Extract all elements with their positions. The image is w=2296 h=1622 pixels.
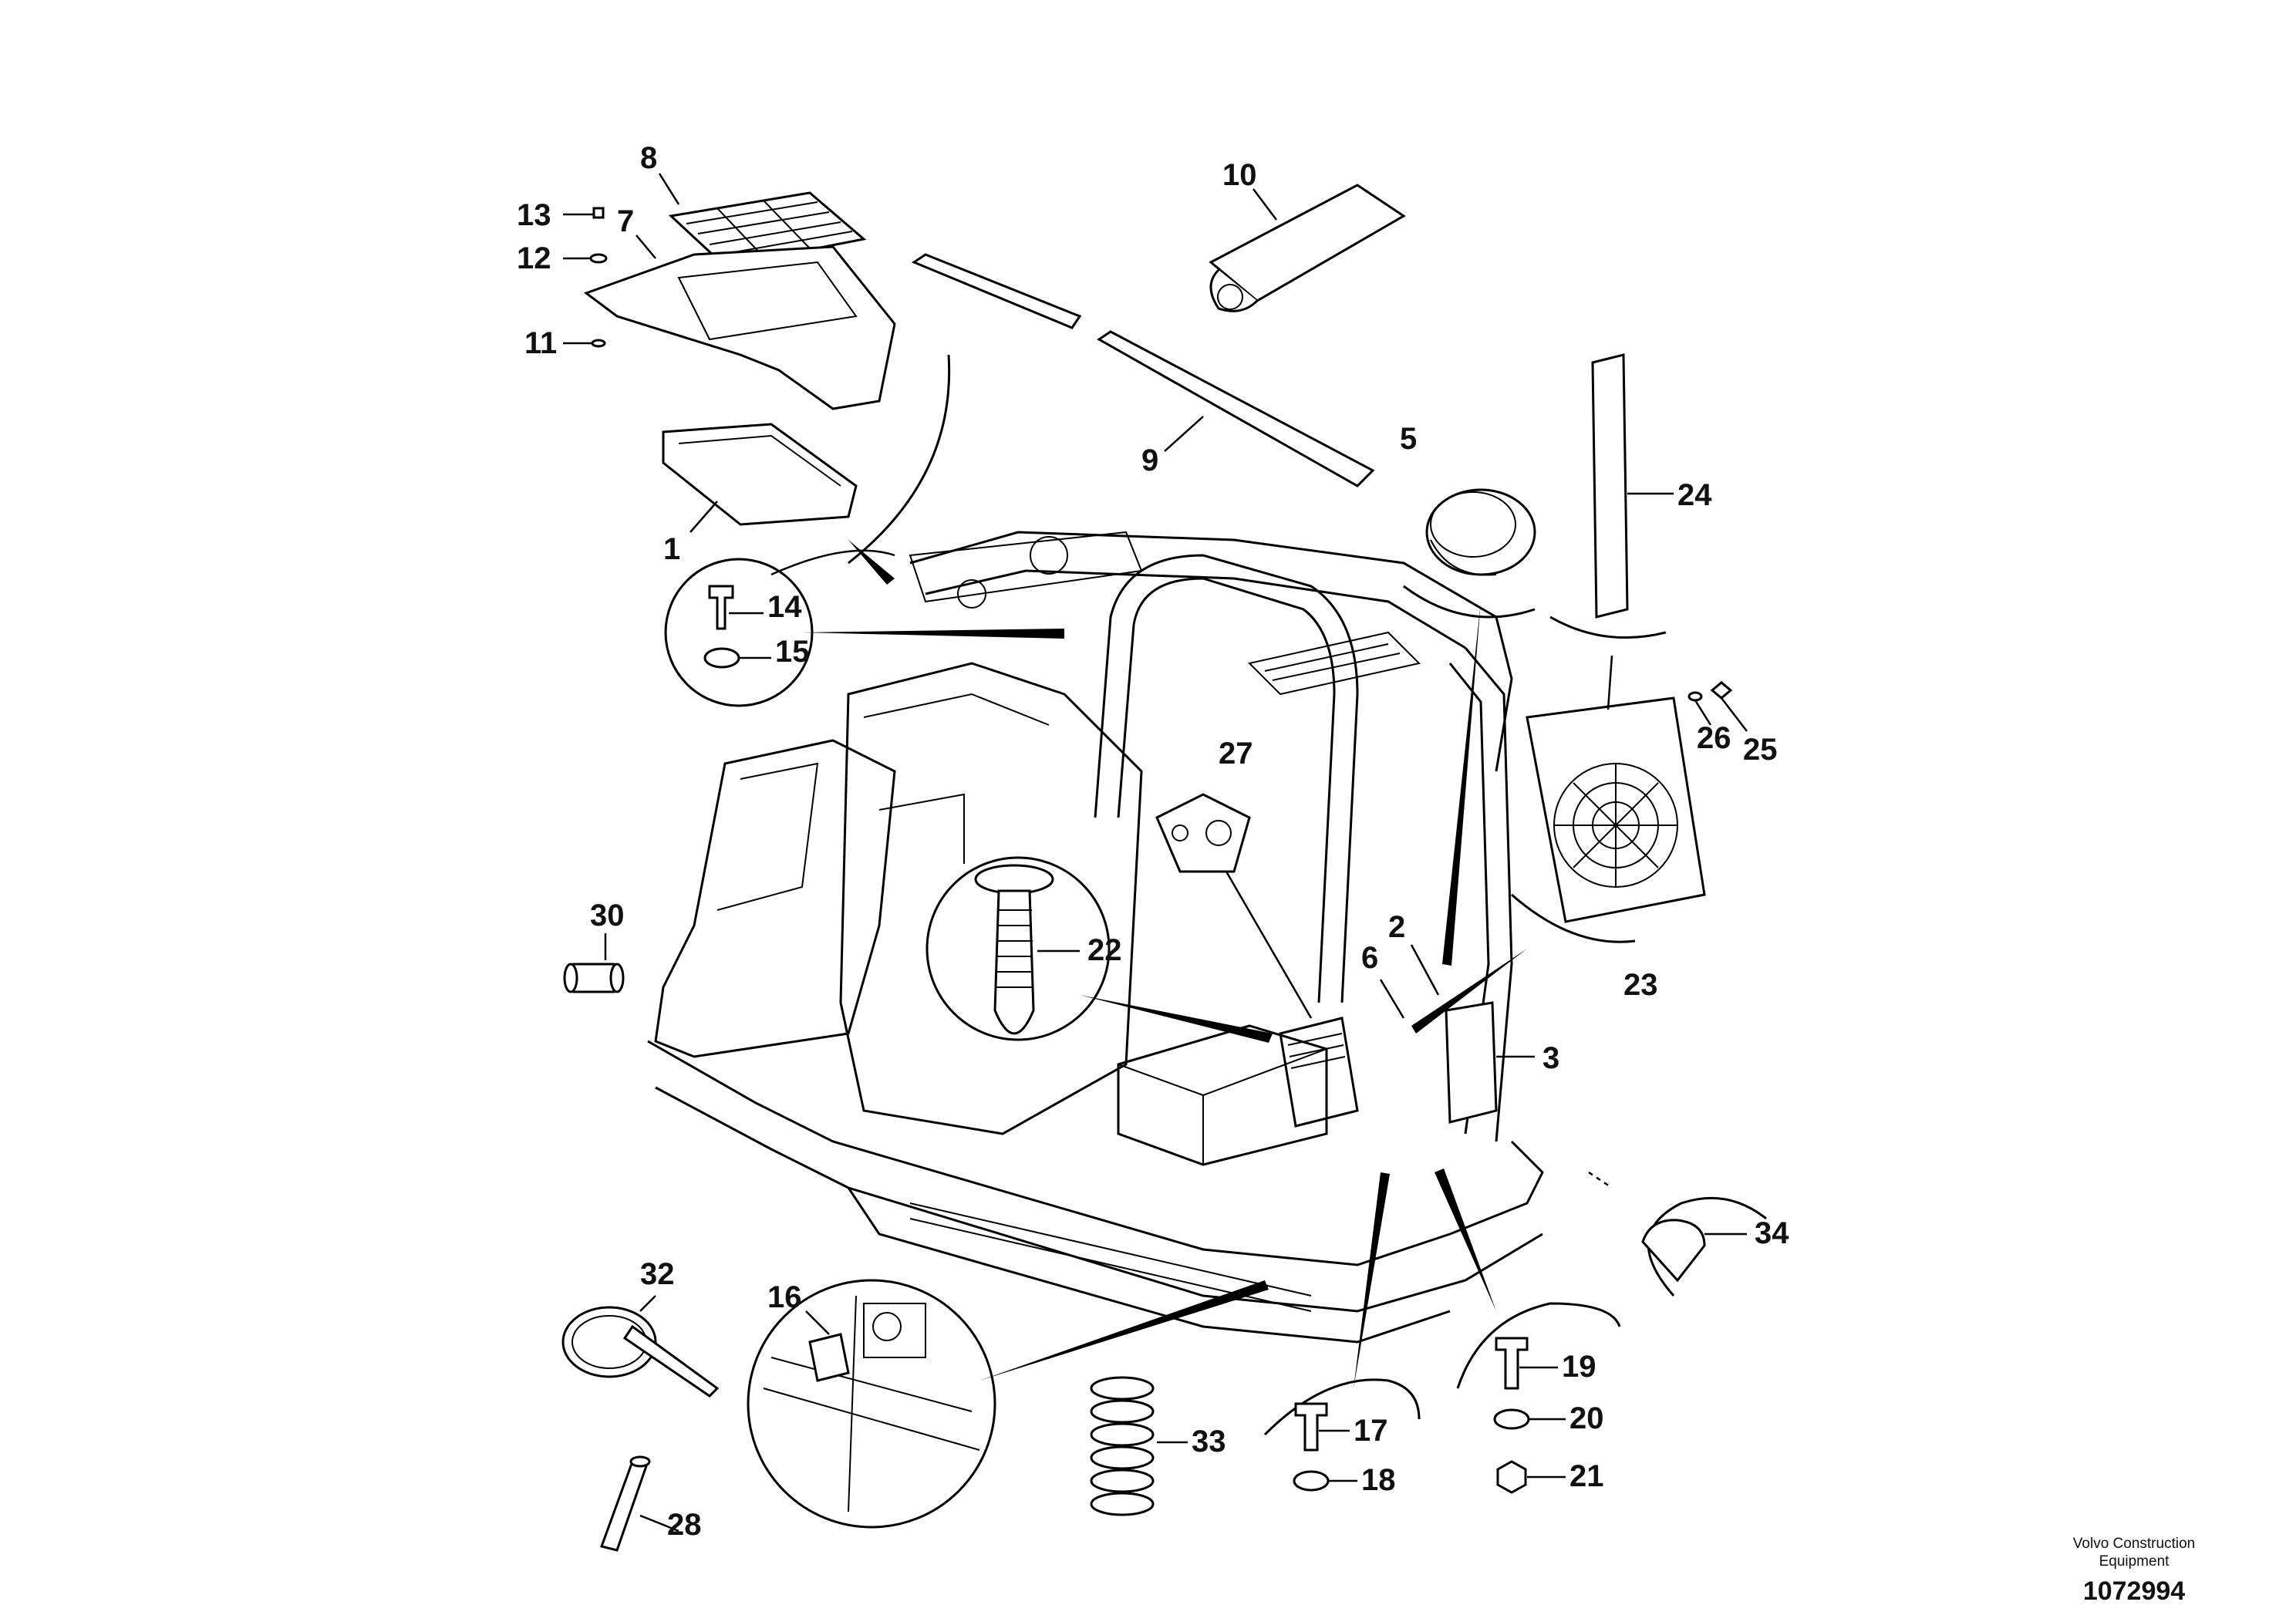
label-5: 5 — [1400, 422, 1417, 456]
label-11: 11 — [524, 326, 557, 360]
label-16: 16 — [767, 1280, 802, 1314]
label-28: 28 — [667, 1508, 702, 1542]
label-12: 12 — [517, 241, 551, 275]
screws-25-26 — [1687, 681, 1748, 732]
label-10: 10 — [1222, 158, 1257, 192]
label-32: 32 — [640, 1257, 675, 1291]
detail-17-18 — [1263, 1172, 1421, 1492]
label-20: 20 — [1569, 1401, 1604, 1435]
label-2: 2 — [1388, 910, 1405, 944]
label-30: 30 — [590, 899, 625, 932]
part-28-pin — [600, 1455, 651, 1552]
callout-labels: 8 13 7 12 11 1 14 15 10 9 5 24 26 25 27 … — [517, 141, 1789, 1542]
part-24-vertical-seal — [1591, 353, 1674, 619]
label-23: 23 — [1623, 968, 1658, 1002]
part-9-seal-strip — [911, 253, 1375, 487]
label-15: 15 — [775, 635, 810, 669]
detail-16 — [747, 1279, 1269, 1529]
part-3-panel — [1445, 1001, 1535, 1124]
brand-block: Volvo Construction Equipment 1072994 — [2034, 1535, 2234, 1607]
detail-34 — [1588, 1171, 1767, 1297]
brand-line-2: Equipment — [2099, 1553, 2170, 1570]
part-33-spring — [1090, 1376, 1188, 1516]
part-27-block — [1155, 793, 1251, 873]
label-24: 24 — [1677, 478, 1712, 512]
label-14: 14 — [767, 590, 802, 624]
label-34: 34 — [1755, 1216, 1789, 1250]
label-25: 25 — [1743, 733, 1778, 767]
label-22: 22 — [1087, 933, 1122, 967]
part-30-bushing — [563, 963, 625, 993]
label-27: 27 — [1219, 737, 1253, 771]
brand-line-1: Volvo Construction — [2072, 1536, 2196, 1552]
label-19: 19 — [1562, 1350, 1596, 1384]
callout-leaders — [604, 173, 1667, 1533]
fasteners-11-12-13 — [563, 207, 608, 348]
label-8: 8 — [640, 141, 657, 175]
part-32-cable-tie — [561, 1306, 720, 1398]
label-9: 9 — [1141, 443, 1158, 477]
label-6: 6 — [1361, 941, 1378, 975]
label-18: 18 — [1361, 1463, 1396, 1497]
part-7-cover — [583, 245, 896, 410]
detail-19-20-21 — [1435, 1168, 1621, 1494]
part-23-fan-grille — [1526, 696, 1706, 923]
part-5-grommet — [1425, 488, 1536, 576]
part-1-filter-housing — [662, 423, 858, 526]
roof-grille — [1248, 631, 1421, 696]
label-13: 13 — [517, 198, 551, 232]
label-21: 21 — [1569, 1459, 1604, 1493]
label-33: 33 — [1192, 1425, 1226, 1458]
part-10-profile-strip — [1209, 184, 1406, 312]
label-26: 26 — [1697, 721, 1731, 755]
detail-22 — [925, 856, 1273, 1043]
label-7: 7 — [617, 204, 634, 238]
label-1: 1 — [663, 532, 680, 566]
label-3: 3 — [1542, 1041, 1559, 1075]
figure-number: 1072994 — [2082, 1576, 2186, 1606]
label-17: 17 — [1354, 1414, 1388, 1448]
detail-14-15 — [664, 549, 1064, 707]
